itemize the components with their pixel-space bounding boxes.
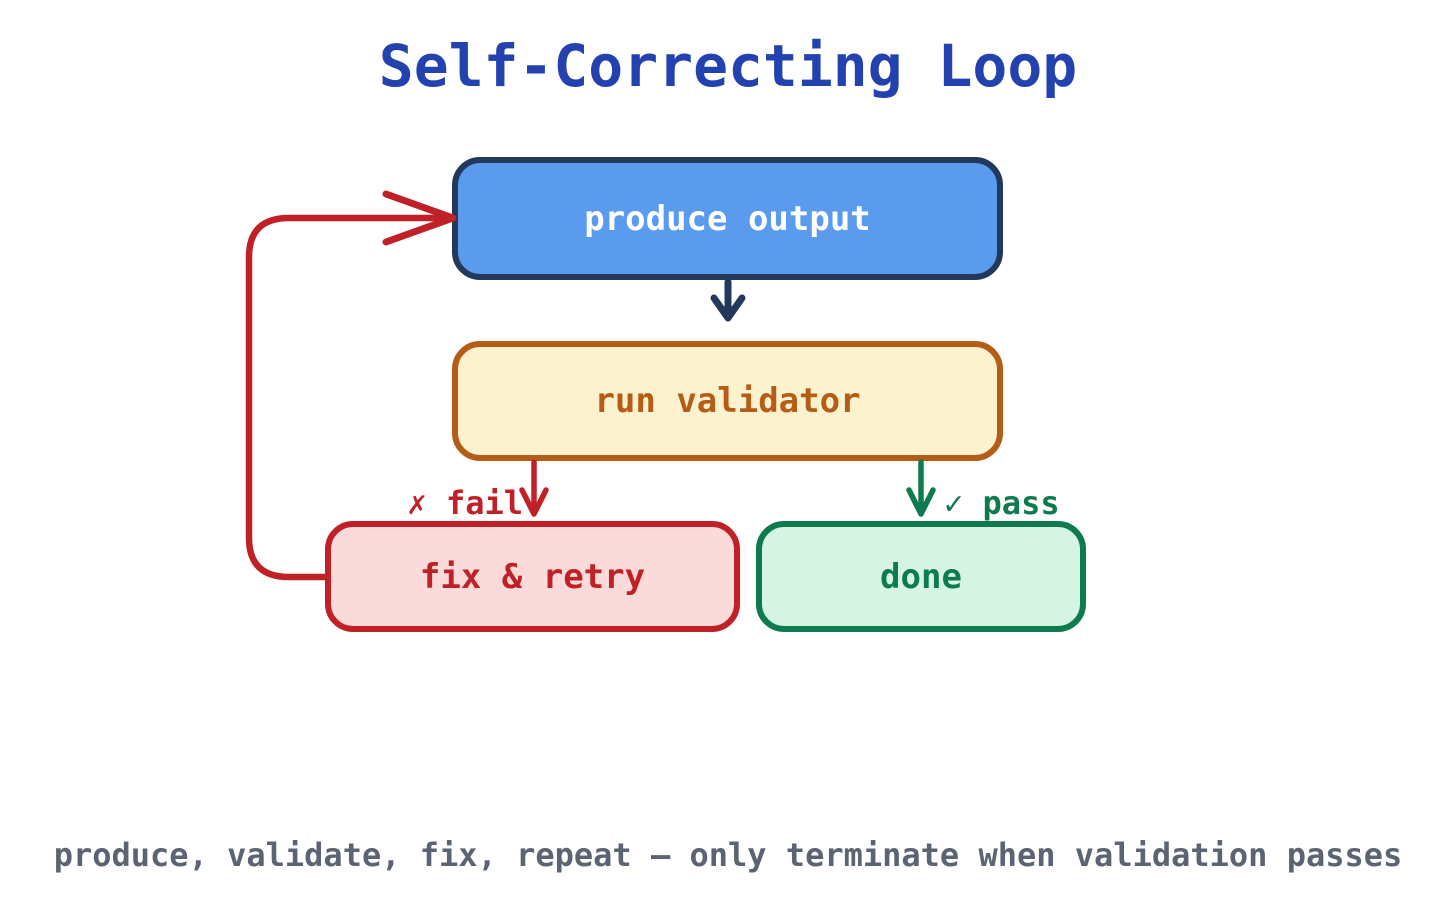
node-produce-output-label: produce output — [584, 198, 871, 239]
edge-label-fail: ✗ fail — [407, 484, 523, 522]
diagram-caption: produce, validate, fix, repeat — only te… — [53, 836, 1403, 874]
node-produce-output: produce output — [452, 157, 1003, 280]
arrow-validator-to-done — [906, 459, 936, 517]
node-fix-and-retry-label: fix & retry — [419, 556, 646, 597]
node-fix-and-retry: fix & retry — [325, 521, 740, 632]
arrow-fix-to-produce-head-icon — [382, 190, 457, 246]
node-run-validator: run validator — [452, 341, 1003, 461]
arrow-validator-to-fix — [519, 459, 549, 517]
node-run-validator-label: run validator — [594, 381, 861, 421]
arrow-produce-to-validator — [710, 278, 746, 322]
arrow-validator-to-done-head-icon — [906, 487, 936, 517]
node-done: done — [756, 521, 1086, 632]
arrow-validator-to-fix-head-icon — [519, 487, 549, 517]
edge-label-pass: ✓ pass — [944, 484, 1060, 522]
diagram-title: Self-Correcting Loop — [378, 32, 1078, 100]
arrow-produce-to-validator-head-icon — [710, 294, 746, 322]
node-done-label: done — [880, 556, 962, 597]
